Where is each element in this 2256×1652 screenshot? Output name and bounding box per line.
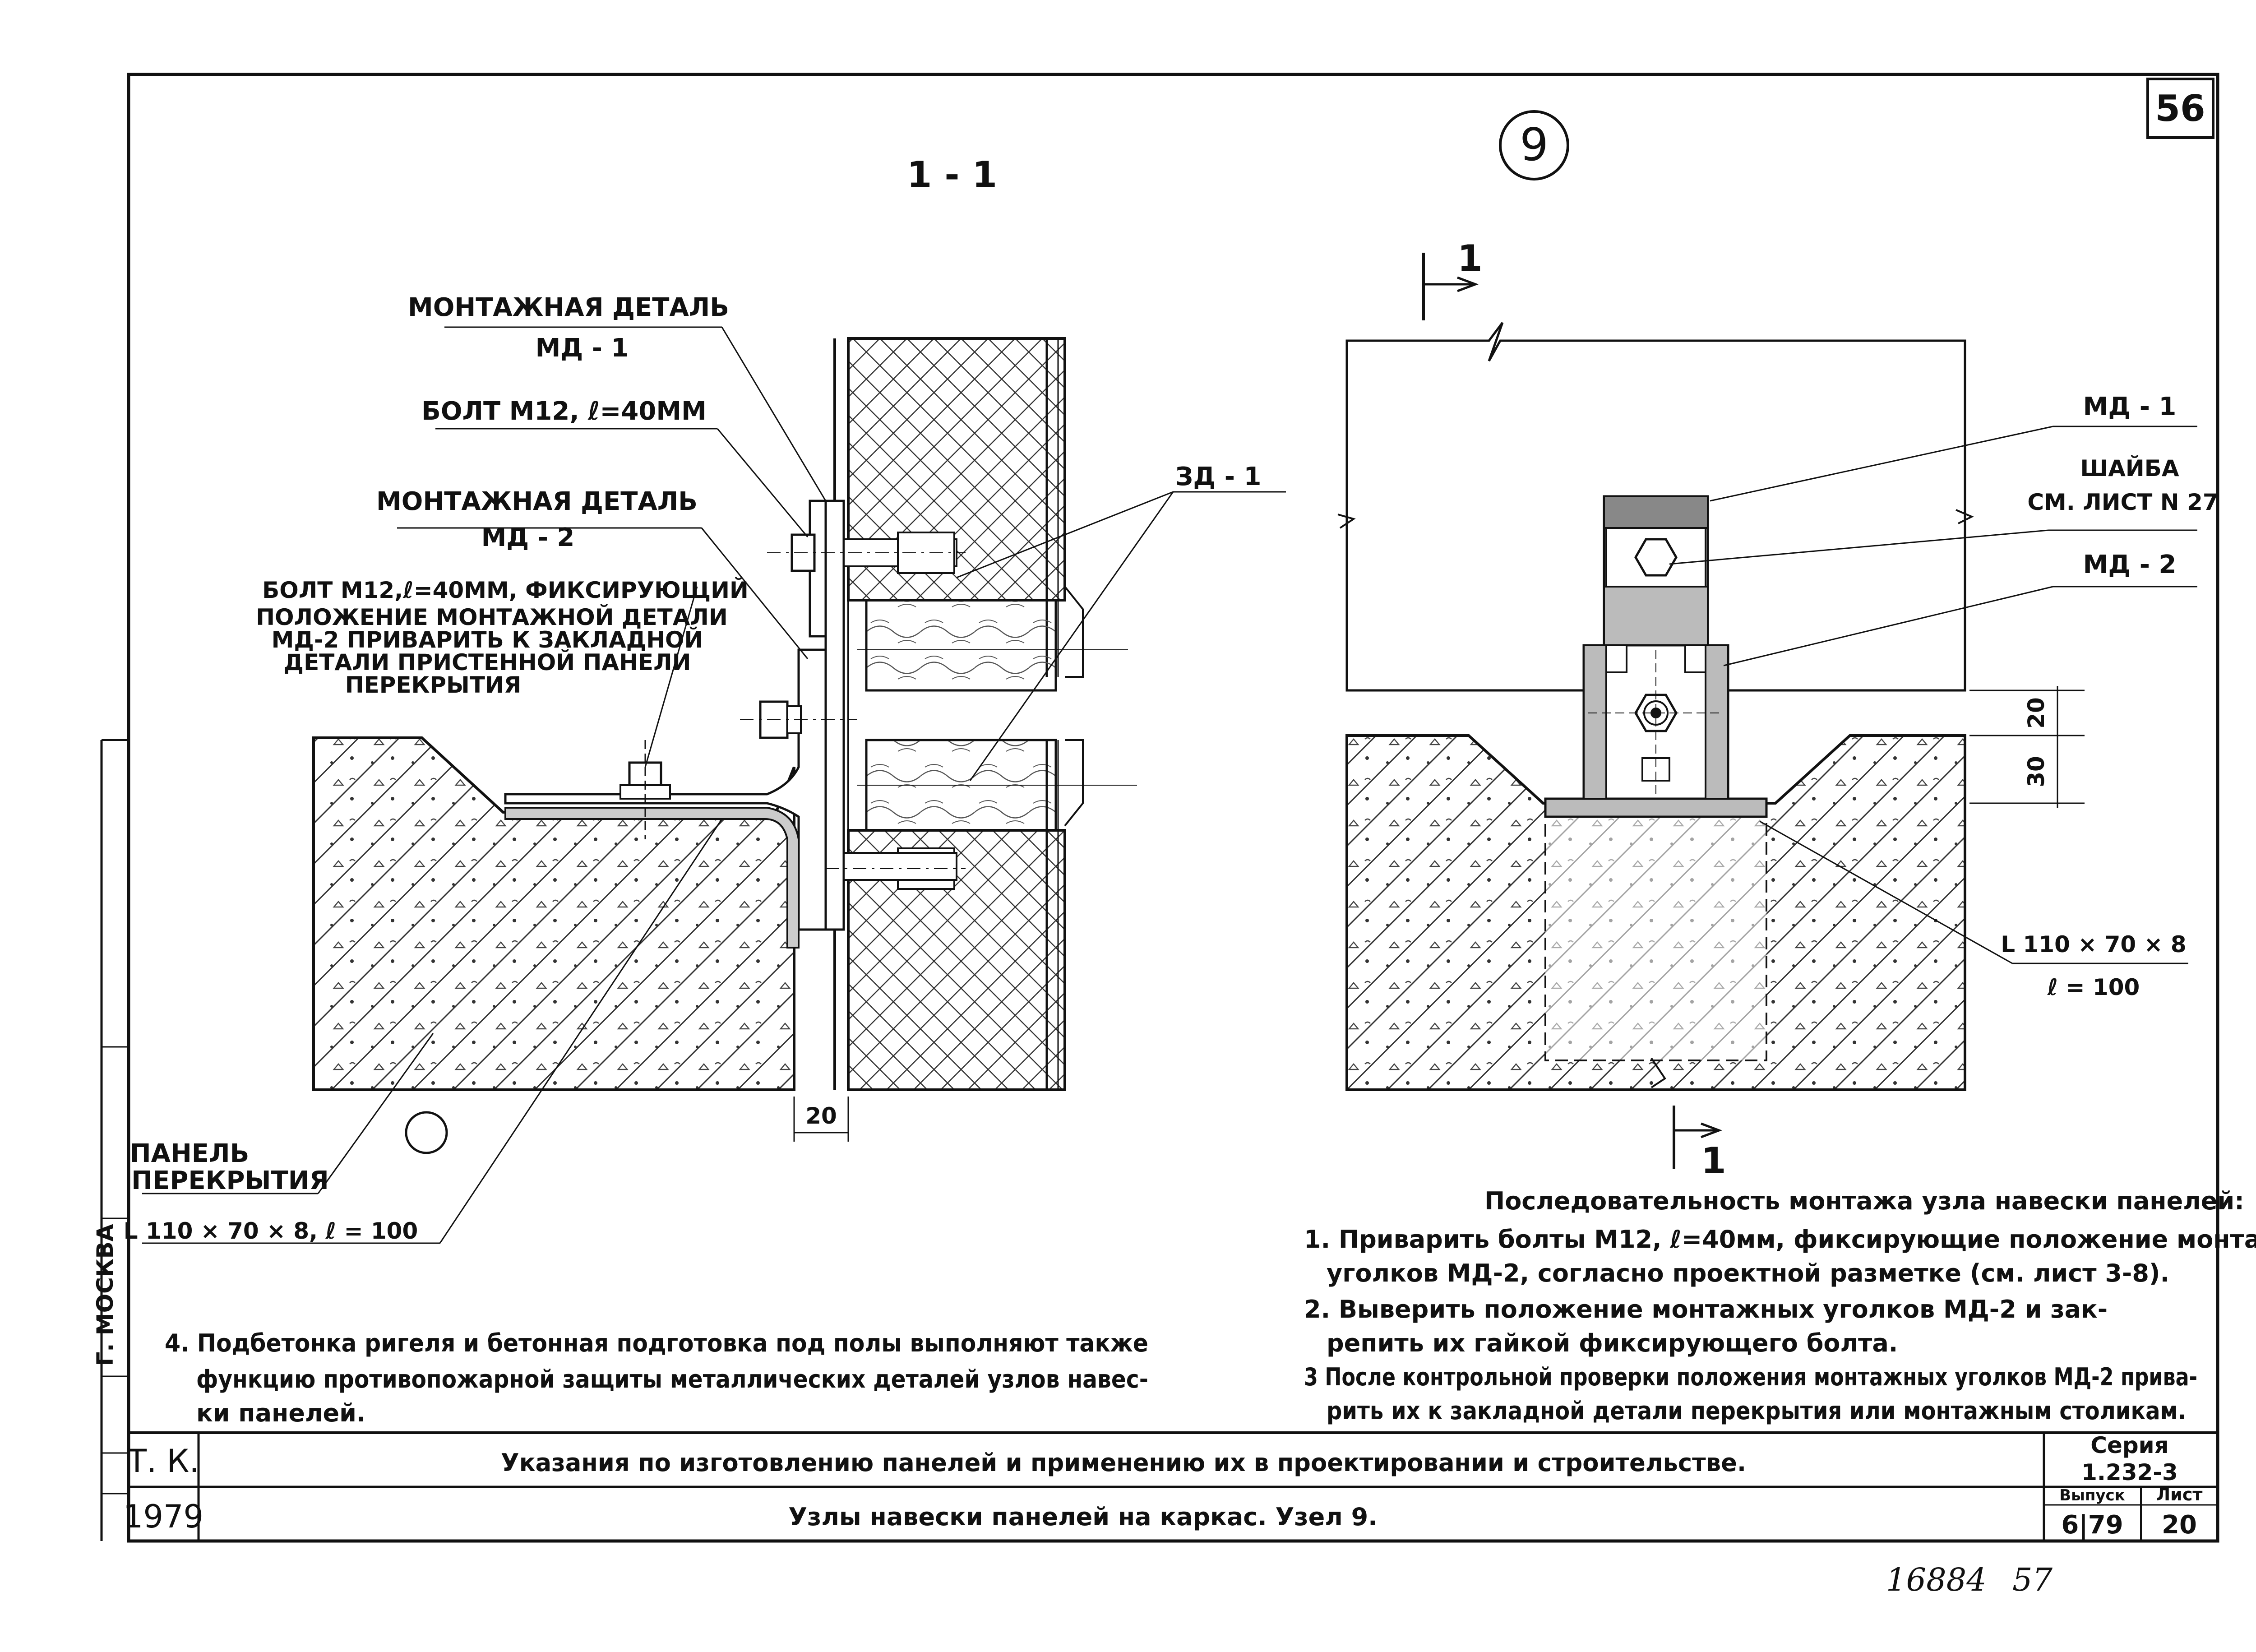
year: 1979: [123, 1498, 203, 1535]
svg-text:уголков МД-2, согласно проектн: уголков МД-2, согласно проектной разметк…: [1327, 1259, 2169, 1287]
series-label: Серия: [2090, 1432, 2169, 1458]
label-md2-right: МД - 2: [2083, 550, 2177, 579]
series-value: 1.232-3: [2081, 1459, 2178, 1485]
label-md1-code: МД - 1: [536, 333, 629, 363]
right-leaders: [1669, 426, 2197, 964]
label-md1-right: МД - 1: [2083, 392, 2177, 421]
section-title: 1 - 1: [907, 154, 997, 196]
label-fixing-note-3: МД-2 ПРИВАРИТЬ К ЗАКЛАДНОЙ: [272, 626, 703, 653]
label-fixing-note-4: ДЕТАЛИ ПРИСТЕННОЙ ПАНЕЛИ: [284, 649, 691, 676]
svg-text:20: 20: [2023, 697, 2049, 729]
label-angle-length: ℓ = 100: [2047, 974, 2140, 1000]
label-angle-right: L 110 × 70 × 8: [2001, 931, 2186, 958]
svg-text:рить их к закладной детали пер: рить их к закладной детали перекрытия ил…: [1327, 1397, 2186, 1425]
label-angle-left: L 110 × 70 × 8, ℓ = 100: [124, 1218, 418, 1244]
reference-circle: [405, 1111, 448, 1154]
svg-text:1: 1: [1701, 1140, 1726, 1182]
svg-text:4. Подбетонка ригеля и бетонн: 4. Подбетонка ригеля и бетонная подготов…: [165, 1329, 1148, 1357]
node-number-badge: 9: [1499, 110, 1569, 180]
angle-dashed-outline: [1544, 816, 1767, 1061]
base-plate: [1544, 797, 1768, 818]
sheet-frame: [100, 73, 2219, 1543]
label-md2-title: МОНТАЖНАЯ ДЕТАЛЬ: [376, 487, 698, 516]
bolt-fixing: [619, 740, 671, 839]
sub-title: Узлы навески панелей на каркас. Узел 9.: [788, 1503, 1377, 1531]
section-mark-bottom: 1: [1673, 1106, 1726, 1182]
label-panel: ПАНЕЛЬ: [130, 1139, 250, 1168]
assembly-sequence: Последовательность монтажа узла навески …: [1304, 1187, 2256, 1425]
left-leaders: [142, 326, 1286, 1244]
label-fixing-note-1: БОЛТ М12,ℓ=40ММ, ФИКСИРУЮЩИЙ: [262, 577, 749, 603]
svg-text:репить их гайкой фиксирующего: репить их гайкой фиксирующего болта.: [1327, 1329, 1898, 1357]
svg-text:20: 20: [805, 1103, 837, 1129]
svg-text:ки панелей.: ки панелей.: [196, 1399, 366, 1427]
margin-city: Г. МОСКВА: [92, 1224, 118, 1366]
page-number: 57: [2012, 1561, 2053, 1598]
svg-text:30: 30: [2023, 756, 2049, 787]
svg-text:функцию противопожарной защиты: функцию противопожарной защиты металличе…: [196, 1365, 1148, 1393]
label-md1-title: МОНТАЖНАЯ ДЕТАЛЬ: [408, 293, 729, 322]
title-block: Т. К. 1979 Указания по изготовлению пане…: [123, 1431, 2218, 1541]
archive-number: 16884: [1886, 1561, 1987, 1598]
floor-slab: [312, 736, 795, 1091]
svg-text:Последовательность монтажа узл: Последовательность монтажа узла навески …: [1484, 1187, 2244, 1215]
main-title: Указания по изготовлению панелей и приме…: [501, 1448, 1746, 1477]
section-drawing: 20: [312, 337, 1137, 1154]
svg-text:1. Приварить болты М12, ℓ=40мм: 1. Приварить болты М12, ℓ=40мм, фиксирую…: [1304, 1225, 2256, 1254]
label-washer: ШАЙБА: [2080, 455, 2179, 481]
issue-value: 6|79: [2061, 1510, 2123, 1540]
bolt-lower: [826, 847, 966, 890]
sheet-value: 20: [2162, 1510, 2197, 1540]
label-panel-2: ПЕРЕКРЫТИЯ: [131, 1166, 328, 1195]
md1-plate: [824, 500, 845, 931]
corner-number-box: 56: [2146, 78, 2214, 139]
bolt-middle: [740, 700, 857, 739]
label-fixing-note-5: ПЕРЕКРЫТИЯ: [345, 672, 522, 698]
label-zd1: ЗД - 1: [1175, 462, 1262, 491]
label-fixing-note-2: ПОЛОЖЕНИЕ МОНТАЖНОЙ ДЕТАЛИ: [256, 604, 728, 630]
elevation-drawing: 1 1 20 30: [1337, 237, 2085, 1182]
label-bolt: БОЛТ М12, ℓ=40ММ: [421, 397, 707, 426]
node-number: 9: [1520, 118, 1549, 171]
org-code: Т. К.: [127, 1443, 199, 1480]
corner-number: 56: [2155, 88, 2205, 130]
nut-upper: [1634, 538, 1678, 577]
svg-text:3 После контрольной проверки: 3 После контрольной проверки положения м…: [1304, 1363, 2197, 1391]
label-washer-ref: СМ. ЛИСТ N 27: [2027, 489, 2218, 515]
dimension-20-30-right: 20 30: [1969, 686, 2085, 808]
bolt-upper: [767, 532, 966, 574]
label-md2-code: МД - 2: [481, 523, 575, 552]
wood-insert-upper: [865, 599, 1057, 692]
support-angle: [504, 807, 800, 949]
sheet-label: Лист: [2156, 1485, 2203, 1504]
md2-angle: [504, 648, 827, 931]
svg-text:1: 1: [1457, 237, 1483, 279]
note-4: 4. Подбетонка ригеля и бетонная подготов…: [165, 1329, 1148, 1427]
dimension-20-left: 20: [793, 1097, 849, 1142]
svg-text:2. Выверить положение монтажны: 2. Выверить положение монтажных уголков …: [1304, 1295, 2108, 1323]
section-mark-top: 1: [1422, 237, 1483, 320]
issue-label: Выпуск: [2059, 1486, 2125, 1504]
